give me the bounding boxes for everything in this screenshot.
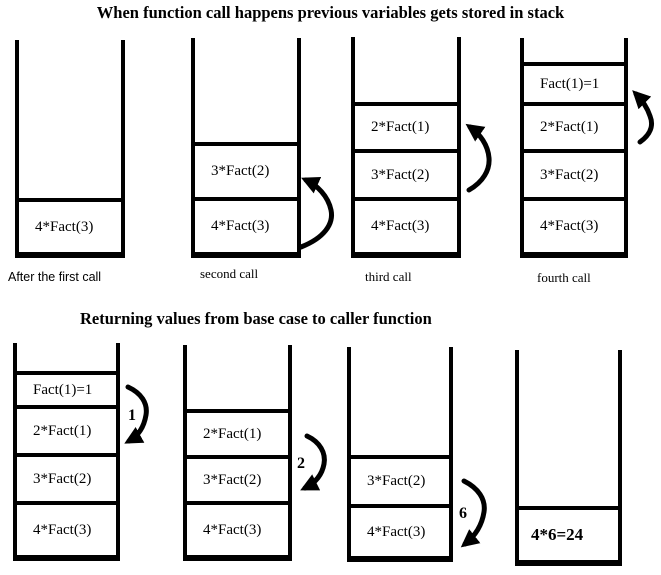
stack-final-result: 4*6=24 xyxy=(515,350,622,566)
stack-frame: 2*Fact(1) xyxy=(17,405,116,453)
stack-return-step-1: Fact(1)=1 2*Fact(1) 3*Fact(2) 4*Fact(3) xyxy=(13,343,120,561)
return-value-label: 6 xyxy=(459,505,467,522)
section-title-push: When function call happens previous vari… xyxy=(96,3,565,22)
stack-frame: 4*Fact(3) xyxy=(17,501,116,555)
stack-frame: 3*Fact(2) xyxy=(351,455,449,504)
return-value-label: 2 xyxy=(297,455,305,472)
stack-caption: second call xyxy=(200,266,259,281)
stack-frame: 3*Fact(2) xyxy=(524,149,624,197)
push-arrow-icon xyxy=(465,123,492,193)
stack-frame-result: 4*6=24 xyxy=(519,506,618,560)
stack-frame: 3*Fact(2) xyxy=(187,455,288,501)
stack-frame: 2*Fact(1) xyxy=(355,102,457,149)
stack-frame: 4*Fact(3) xyxy=(351,504,449,556)
push-arrow-icon xyxy=(298,177,335,250)
stack-caption: third call xyxy=(365,269,412,284)
stack-frame: Fact(1)=1 xyxy=(524,62,624,102)
stack-frame: 4*Fact(3) xyxy=(19,198,121,252)
stack-frame: 4*Fact(3) xyxy=(187,501,288,555)
return-value-label: 1 xyxy=(128,407,136,424)
stack-frame: 4*Fact(3) xyxy=(524,197,624,252)
stack-third-call: 2*Fact(1) 3*Fact(2) 4*Fact(3) xyxy=(351,37,461,258)
stack-frame: 2*Fact(1) xyxy=(187,409,288,455)
stack-second-call: 3*Fact(2) 4*Fact(3) xyxy=(191,38,301,258)
stack-frame: 4*Fact(3) xyxy=(355,197,457,252)
section-title-return: Returning values from base case to calle… xyxy=(80,309,432,328)
stack-return-step-3: 3*Fact(2) 4*Fact(3) xyxy=(347,347,453,562)
stack-frame: 3*Fact(2) xyxy=(17,453,116,501)
stack-caption: fourth call xyxy=(537,270,591,285)
stack-return-step-2: 2*Fact(1) 3*Fact(2) 4*Fact(3) xyxy=(183,345,292,561)
stack-frame: 4*Fact(3) xyxy=(195,197,297,252)
stack-frame: Fact(1)=1 xyxy=(17,371,116,405)
stack-frame: 3*Fact(2) xyxy=(355,149,457,197)
stack-frame: 2*Fact(1) xyxy=(524,102,624,149)
return-arrow-icon xyxy=(300,433,327,491)
push-arrow-icon xyxy=(632,90,655,145)
stack-caption: After the first call xyxy=(8,270,102,284)
stack-after-first-call: 4*Fact(3) xyxy=(15,40,125,258)
stack-fourth-call: Fact(1)=1 2*Fact(1) 3*Fact(2) 4*Fact(3) xyxy=(520,38,628,258)
return-arrow-icon xyxy=(460,478,487,548)
stack-frame: 3*Fact(2) xyxy=(195,142,297,197)
